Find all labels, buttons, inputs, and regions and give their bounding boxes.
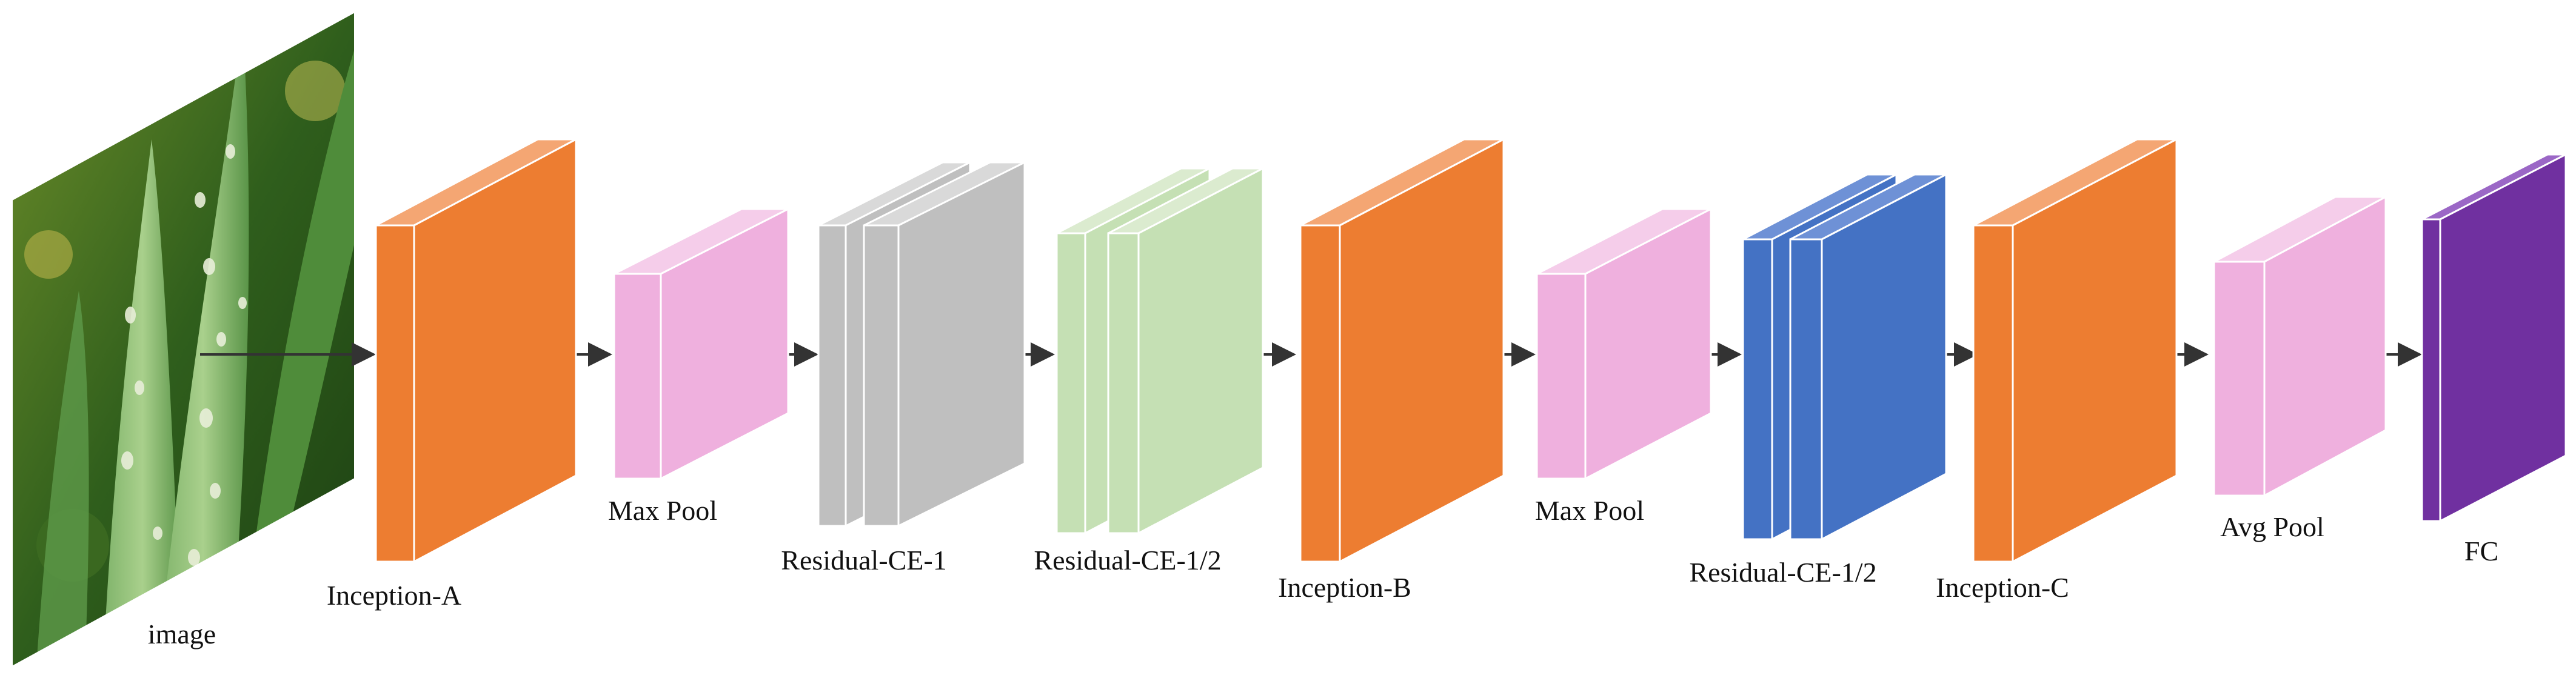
input-image: [12, 11, 355, 668]
block-inception-b: [1299, 138, 1505, 563]
block-front: [375, 224, 415, 563]
block-fc: [2421, 153, 2567, 523]
label-residual-ce-1-2-b: Residual-CE-1/2: [1689, 557, 1876, 588]
block-max-pool-2: [1536, 207, 1712, 480]
block-residual-ce-1: [817, 161, 1026, 528]
label-fc: FC: [2464, 536, 2498, 566]
label-inception-b: Inception-B: [1278, 572, 1411, 603]
block-avg-pool: [2213, 195, 2387, 497]
block-residual-ce-1-2-b: [1742, 173, 1947, 541]
label-inception-a: Inception-A: [327, 580, 461, 611]
label-avg-pool: Avg Pool: [2220, 511, 2324, 542]
block-inception-c: [1972, 138, 2178, 563]
label-max-pool-2: Max Pool: [1535, 495, 1644, 526]
label-inception-c: Inception-C: [1936, 572, 2069, 603]
label-max-pool-1: Max Pool: [608, 495, 717, 526]
label-residual-ce-1-2-a: Residual-CE-1/2: [1034, 545, 1221, 576]
label-image: image: [148, 619, 216, 649]
label-residual-ce-1: Residual-CE-1: [781, 545, 946, 576]
block-inception-a: [375, 138, 577, 563]
block-residual-ce-1-2-a: [1055, 167, 1264, 535]
block-max-pool-1: [613, 207, 789, 480]
